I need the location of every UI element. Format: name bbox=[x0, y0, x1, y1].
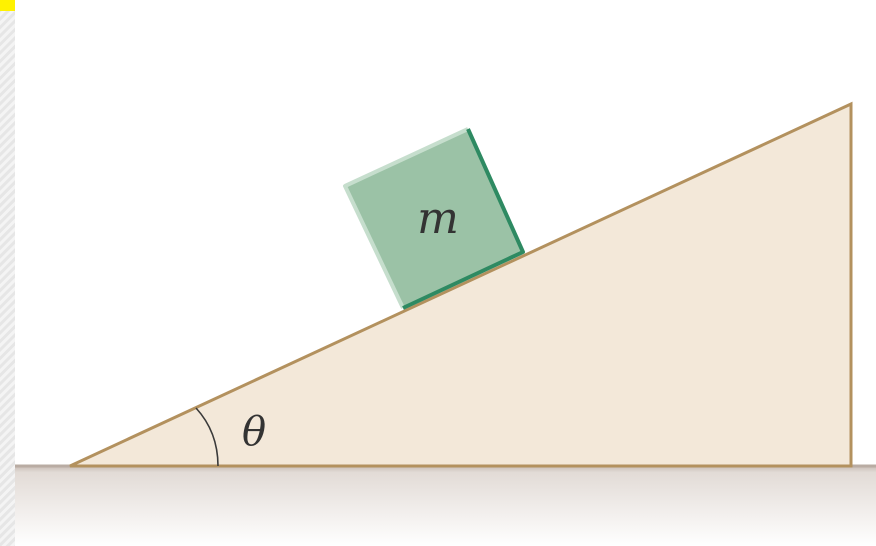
left-margin-strip bbox=[0, 0, 15, 546]
block-body bbox=[345, 129, 523, 308]
floor-surface bbox=[15, 466, 876, 546]
angle-label: θ bbox=[242, 409, 266, 455]
block-edge-light bbox=[343, 127, 469, 309]
mass-block: m bbox=[343, 127, 525, 310]
angle-arc bbox=[195, 407, 219, 467]
block-edge-dark bbox=[402, 128, 525, 310]
mass-label: m bbox=[417, 193, 459, 244]
corner-marker bbox=[0, 0, 15, 11]
inclined-wedge bbox=[69, 101, 853, 468]
